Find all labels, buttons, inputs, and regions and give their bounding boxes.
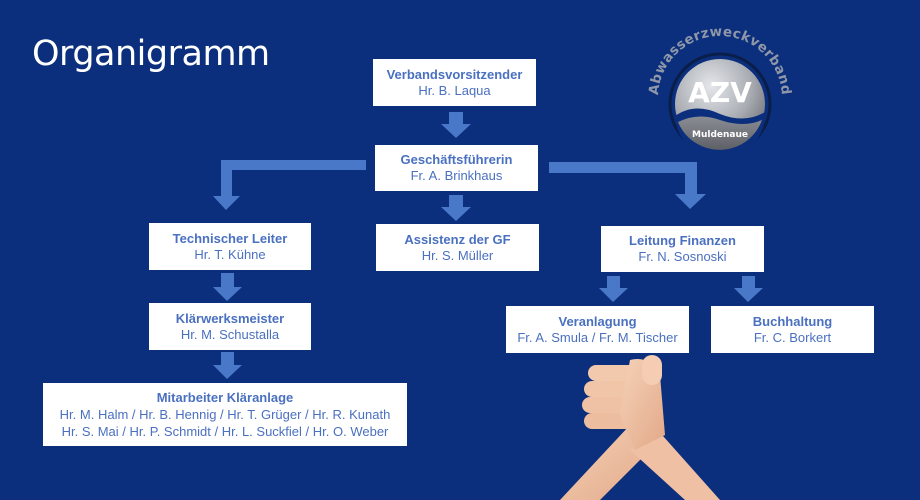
node-buchhaltung: Buchhaltung Fr. C. Borkert xyxy=(711,306,874,353)
node-role: Assistenz der GF xyxy=(404,231,511,247)
node-veranlagung: Veranlagung Fr. A. Smula / Fr. M. Tische… xyxy=(506,306,689,353)
node-mitarbeiter-klaeranlage: Mitarbeiter Kläranlage Hr. M. Halm / Hr.… xyxy=(43,383,407,446)
handshake-image xyxy=(560,355,720,500)
arrow-gf-to-technik xyxy=(213,160,366,210)
node-name: Fr. A. Brinkhaus xyxy=(410,168,503,183)
arrow-technik-to-meister xyxy=(213,273,242,301)
node-role: Buchhaltung xyxy=(752,313,833,329)
node-geschaeftsfuehrerin: Geschäftsführerin Fr. A. Brinkhaus xyxy=(375,145,538,191)
node-role: Technischer Leiter xyxy=(172,230,288,246)
node-klaerwerksmeister: Klärwerksmeister Hr. M. Schustalla xyxy=(149,303,311,350)
node-role: Leitung Finanzen xyxy=(629,233,736,248)
node-role: Veranlagung xyxy=(558,313,637,329)
node-role: Mitarbeiter Kläranlage xyxy=(156,390,294,405)
node-name: Hr. S. Müller xyxy=(421,247,494,263)
node-role: Geschäftsführerin xyxy=(400,152,513,167)
node-technischer-leiter: Technischer Leiter Hr. T. Kühne xyxy=(149,223,311,270)
logo-acronym: AZV xyxy=(688,76,752,109)
node-name: Hr. T. Kühne xyxy=(194,246,266,262)
node-verbandsvorsitzender: Verbandsvorsitzender Hr. B. Laqua xyxy=(373,59,536,106)
page-title: Organigramm xyxy=(32,34,270,74)
arrow-vorsitz-to-gf xyxy=(441,112,471,138)
node-role: Verbandsvorsitzender xyxy=(386,66,523,82)
logo-subtitle: Muldenaue xyxy=(692,130,748,140)
node-names-line2: Hr. S. Mai / Hr. P. Schmidt / Hr. L. Suc… xyxy=(61,424,389,439)
arrow-gf-to-finanzen xyxy=(549,162,706,209)
azv-logo: Abwasserzweckverband AZV Muldenaue xyxy=(646,24,794,160)
arrow-finanzen-to-buchhaltung xyxy=(734,276,763,302)
arrow-meister-to-mitarbeiter xyxy=(213,352,242,379)
node-role: Klärwerksmeister xyxy=(175,310,285,326)
node-name: Fr. C. Borkert xyxy=(753,329,832,345)
arrow-finanzen-to-veranlagung xyxy=(599,276,628,302)
node-assistenz: Assistenz der GF Hr. S. Müller xyxy=(376,224,539,271)
node-name: Fr. A. Smula / Fr. M. Tischer xyxy=(517,329,678,345)
node-name: Hr. M. Schustalla xyxy=(180,326,280,342)
node-names-line1: Hr. M. Halm / Hr. B. Hennig / Hr. T. Grü… xyxy=(59,407,391,422)
node-name: Hr. B. Laqua xyxy=(418,82,491,98)
node-name: Fr. N. Sosnoski xyxy=(638,249,727,264)
arrow-gf-to-assistenz xyxy=(441,195,471,221)
node-leitung-finanzen: Leitung Finanzen Fr. N. Sosnoski xyxy=(601,226,764,272)
